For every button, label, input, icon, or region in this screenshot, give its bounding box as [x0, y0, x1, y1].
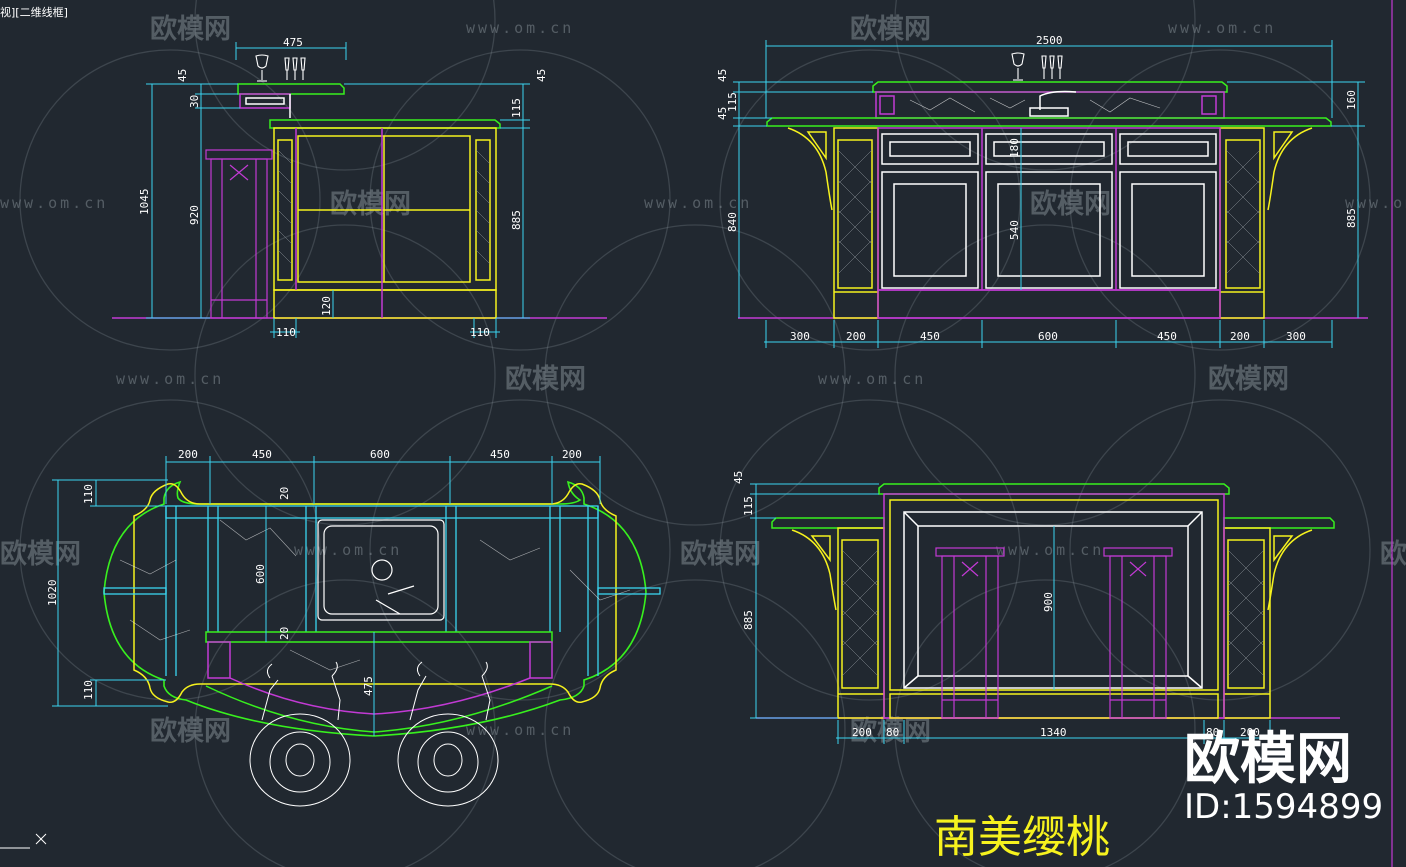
- plan-view[interactable]: 200 450 600 450 200 110 1020 110 20 600 …: [46, 448, 662, 807]
- dim-label: 200: [852, 726, 872, 739]
- front-elevation-view[interactable]: 2500 45 115 45 160 840 180 540 885 300 2…: [716, 34, 1368, 348]
- dim-label: 2500: [1036, 34, 1063, 47]
- dim-label: 885: [510, 210, 523, 230]
- dim-label: 115: [510, 98, 523, 118]
- dim-label: 45: [732, 471, 745, 484]
- dim-label: 840: [726, 212, 739, 232]
- dim-label: 45: [716, 69, 729, 82]
- viewport-label[interactable]: 视][二维线框]: [0, 6, 68, 19]
- dim-label: 1340: [1040, 726, 1067, 739]
- watermark-url: www.om.cn: [466, 19, 574, 37]
- dim-label: 80: [1206, 726, 1219, 739]
- dim-label: 600: [1038, 330, 1058, 343]
- dim-label: 80: [886, 726, 899, 739]
- dim-label: 120: [320, 296, 333, 316]
- dim-label: 885: [1345, 208, 1358, 228]
- ucs-icon: [0, 833, 47, 849]
- dim-label: 475: [283, 36, 303, 49]
- dim-label: 450: [920, 330, 940, 343]
- dim-label: 45: [176, 69, 189, 82]
- dim-label: 45: [716, 107, 729, 120]
- watermark-logo: 欧模网: [850, 716, 931, 747]
- dim-label: 200: [846, 330, 866, 343]
- watermark-url: www.om.cn: [996, 541, 1104, 559]
- dim-label: 45: [535, 69, 548, 82]
- watermark-logo: 欧模网: [505, 364, 586, 395]
- dim-label: 20: [278, 627, 291, 640]
- dim-label: 885: [742, 610, 755, 630]
- dim-label: 300: [790, 330, 810, 343]
- dim-label: 450: [1157, 330, 1177, 343]
- dim-label: 110: [82, 680, 95, 700]
- dim-label: 115: [742, 496, 755, 516]
- back-elevation-view[interactable]: 45 115 885 900 200 80 1340 80 200: [732, 471, 1340, 744]
- dim-label: 540: [1008, 220, 1021, 240]
- dim-label: 900: [1042, 592, 1055, 612]
- dim-label: 110: [82, 484, 95, 504]
- brand-id: ID:1594899: [1184, 787, 1383, 827]
- dim-label: 1020: [46, 580, 59, 607]
- watermark-url: www.om.cn: [818, 370, 926, 388]
- watermark-logo: 欧模网: [0, 539, 81, 570]
- watermark-url: www.om.cn: [466, 721, 574, 739]
- dim-label: 600: [370, 448, 390, 461]
- watermark-url: www.om.cn: [116, 370, 224, 388]
- dim-label: 115: [726, 92, 739, 112]
- watermark-logo: 欧模网: [150, 14, 231, 45]
- watermark-url: www.om.cn: [1345, 194, 1406, 212]
- watermark-logo: 欧模网: [150, 716, 231, 747]
- dim-label: 200: [1240, 726, 1260, 739]
- dim-label: 200: [562, 448, 582, 461]
- watermark-logo: 欧模网: [1380, 539, 1406, 570]
- drawing-title: 南美缨桃: [934, 812, 1110, 863]
- watermark-logo: 欧模网: [850, 14, 931, 45]
- dim-label: 1045: [138, 189, 151, 216]
- dim-label: 180: [1008, 138, 1021, 158]
- watermark-logo-group: 欧模网 欧模网 欧模网 欧模网 欧模网 欧模网 欧模网 欧模网 欧模网 欧模网 …: [0, 14, 1406, 747]
- dim-label: 200: [1230, 330, 1250, 343]
- watermark-url: www.om.cn: [644, 194, 752, 212]
- dim-label: 450: [252, 448, 272, 461]
- dim-label: 200: [178, 448, 198, 461]
- side-elevation-view[interactable]: 475 45 30 1045 920 115 45 885 120 110 11…: [112, 36, 607, 339]
- dim-label: 450: [490, 448, 510, 461]
- watermark-url: www.om.cn: [1168, 19, 1276, 37]
- watermark-logo: 欧模网: [1208, 364, 1289, 395]
- dim-label: 160: [1345, 90, 1358, 110]
- dim-label: 20: [278, 487, 291, 500]
- watermark-rings: [19, 0, 1371, 867]
- watermark-logo: 欧模网: [1030, 189, 1111, 220]
- brand-logo-text: 欧模网: [1184, 727, 1352, 792]
- dim-label: 300: [1286, 330, 1306, 343]
- dim-label: 475: [362, 676, 375, 696]
- dim-label: 30: [188, 95, 201, 108]
- watermark-logo: 欧模网: [330, 189, 411, 220]
- watermark-url: www.om.cn: [0, 194, 108, 212]
- dim-label: 920: [188, 205, 201, 225]
- dim-label: 600: [254, 564, 267, 584]
- watermark-url: www.om.cn: [294, 541, 402, 559]
- dim-label: 110: [276, 326, 296, 339]
- dim-label: 110: [470, 326, 490, 339]
- watermark-logo: 欧模网: [680, 539, 761, 570]
